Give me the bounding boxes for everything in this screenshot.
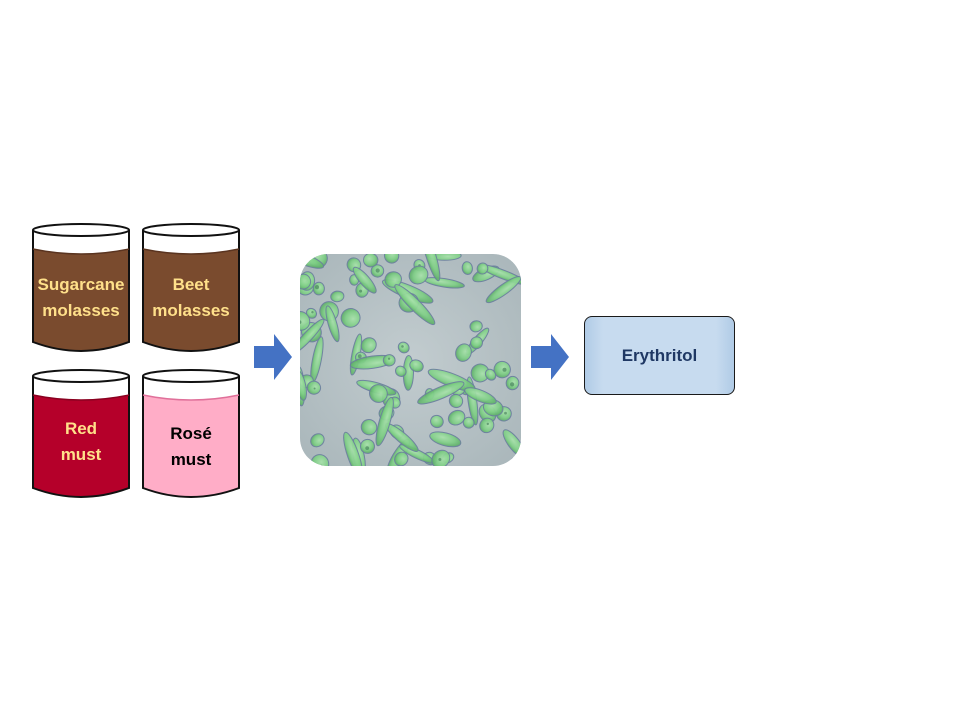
cell-vacuole xyxy=(313,387,316,390)
beaker-sugarcane-molasses: Sugarcane molasses xyxy=(31,222,131,358)
product-label: Erythritol xyxy=(621,345,698,365)
cell-vacuole xyxy=(438,458,442,461)
yeast-cell xyxy=(417,381,465,405)
cell-vacuole xyxy=(387,357,391,360)
yeast-cell xyxy=(429,431,462,448)
yeast-cell xyxy=(300,318,325,355)
beaker-red-must: Red must xyxy=(31,368,131,504)
yeast-cell xyxy=(310,433,325,448)
cell-vacuole xyxy=(300,320,302,324)
cell-vacuole xyxy=(486,422,489,426)
yeast-cell xyxy=(394,451,409,466)
beaker-label-line1: Beet xyxy=(172,275,210,294)
beaker-outline xyxy=(142,376,240,498)
product-box: Erythritol xyxy=(584,316,735,395)
beaker-label-line2: must xyxy=(60,445,102,464)
beaker-rim xyxy=(32,369,130,383)
beaker-label-line2: molasses xyxy=(152,301,230,320)
cell-vacuole xyxy=(357,354,362,359)
yeast-cell xyxy=(368,384,388,403)
beaker-label-line1: Sugarcane xyxy=(37,275,125,294)
liquid-fill xyxy=(33,395,129,497)
liquid-fill xyxy=(33,249,129,351)
liquid-surface xyxy=(32,394,130,401)
yeast-cell xyxy=(360,337,377,354)
cell-vacuole xyxy=(365,446,370,450)
yeast-cell xyxy=(484,368,497,381)
liquid-fill xyxy=(143,249,239,351)
yeast-cell xyxy=(360,419,378,436)
yeast-cell xyxy=(330,290,345,303)
yeast-cell xyxy=(461,261,473,275)
yeast-cell xyxy=(325,305,340,343)
yeast-cell xyxy=(397,341,410,354)
yeast-cell xyxy=(409,359,424,373)
yeast-cell xyxy=(352,266,377,294)
yeast-cell xyxy=(462,416,475,429)
cell-vacuole xyxy=(510,382,515,387)
beaker-label-line2: molasses xyxy=(42,301,120,320)
beaker-outline xyxy=(142,230,240,352)
yeast-cell xyxy=(395,365,407,378)
yeast-cell xyxy=(420,254,441,282)
yeast-cells xyxy=(300,254,521,466)
cell-vacuole xyxy=(502,367,507,372)
yeast-cell xyxy=(394,284,436,326)
yeast-cell xyxy=(382,354,396,367)
yeast-cell xyxy=(300,369,307,401)
cell-vacuole xyxy=(401,345,404,348)
beaker-rose-must: Rosé must xyxy=(141,368,241,504)
yeast-cell xyxy=(340,308,361,328)
cell-vacuole xyxy=(504,411,507,415)
cell-vacuole xyxy=(314,285,320,290)
cell-vacuole xyxy=(311,311,314,314)
yeast-cell xyxy=(343,431,364,466)
liquid-surface xyxy=(142,394,240,401)
yeast-cell xyxy=(479,417,495,434)
cell-vacuole xyxy=(375,268,380,273)
yeast-cell xyxy=(455,343,472,362)
arrow-right-icon xyxy=(254,334,292,380)
yeast-cell xyxy=(383,254,400,264)
beaker-outline xyxy=(32,376,130,498)
yeast-cell xyxy=(470,363,490,383)
cell-vacuole xyxy=(359,289,363,293)
yeast-cell xyxy=(363,254,379,268)
yeast-cell xyxy=(464,387,497,405)
yeast-cell xyxy=(469,320,483,333)
yeast-cell xyxy=(470,336,483,350)
beaker-label-line2: must xyxy=(170,450,212,469)
yeast-cell xyxy=(476,262,489,275)
yeast-cells-micrograph xyxy=(300,254,521,466)
yeast-cell xyxy=(430,414,444,429)
beaker-outline xyxy=(32,230,130,352)
beaker-label-line1: Red xyxy=(64,419,98,438)
yeast-cell xyxy=(312,281,325,296)
yeast-cell xyxy=(408,265,429,285)
liquid-surface xyxy=(142,248,240,255)
beaker-label-line1: Rosé xyxy=(170,424,212,443)
beaker-rim xyxy=(142,369,240,383)
liquid-surface xyxy=(32,248,130,255)
liquid-fill xyxy=(143,395,239,497)
yeast-cell xyxy=(448,393,464,409)
beaker-beet-molasses: Beet molasses xyxy=(141,222,241,358)
beaker-rim xyxy=(142,223,240,237)
yeast-cell xyxy=(300,273,312,290)
yeast-cell xyxy=(306,380,322,395)
yeast-cell xyxy=(447,409,466,426)
beaker-rim xyxy=(32,223,130,237)
yeast-cell xyxy=(375,396,394,447)
yeast-cell xyxy=(485,276,521,304)
arrow-right-icon xyxy=(531,334,569,380)
